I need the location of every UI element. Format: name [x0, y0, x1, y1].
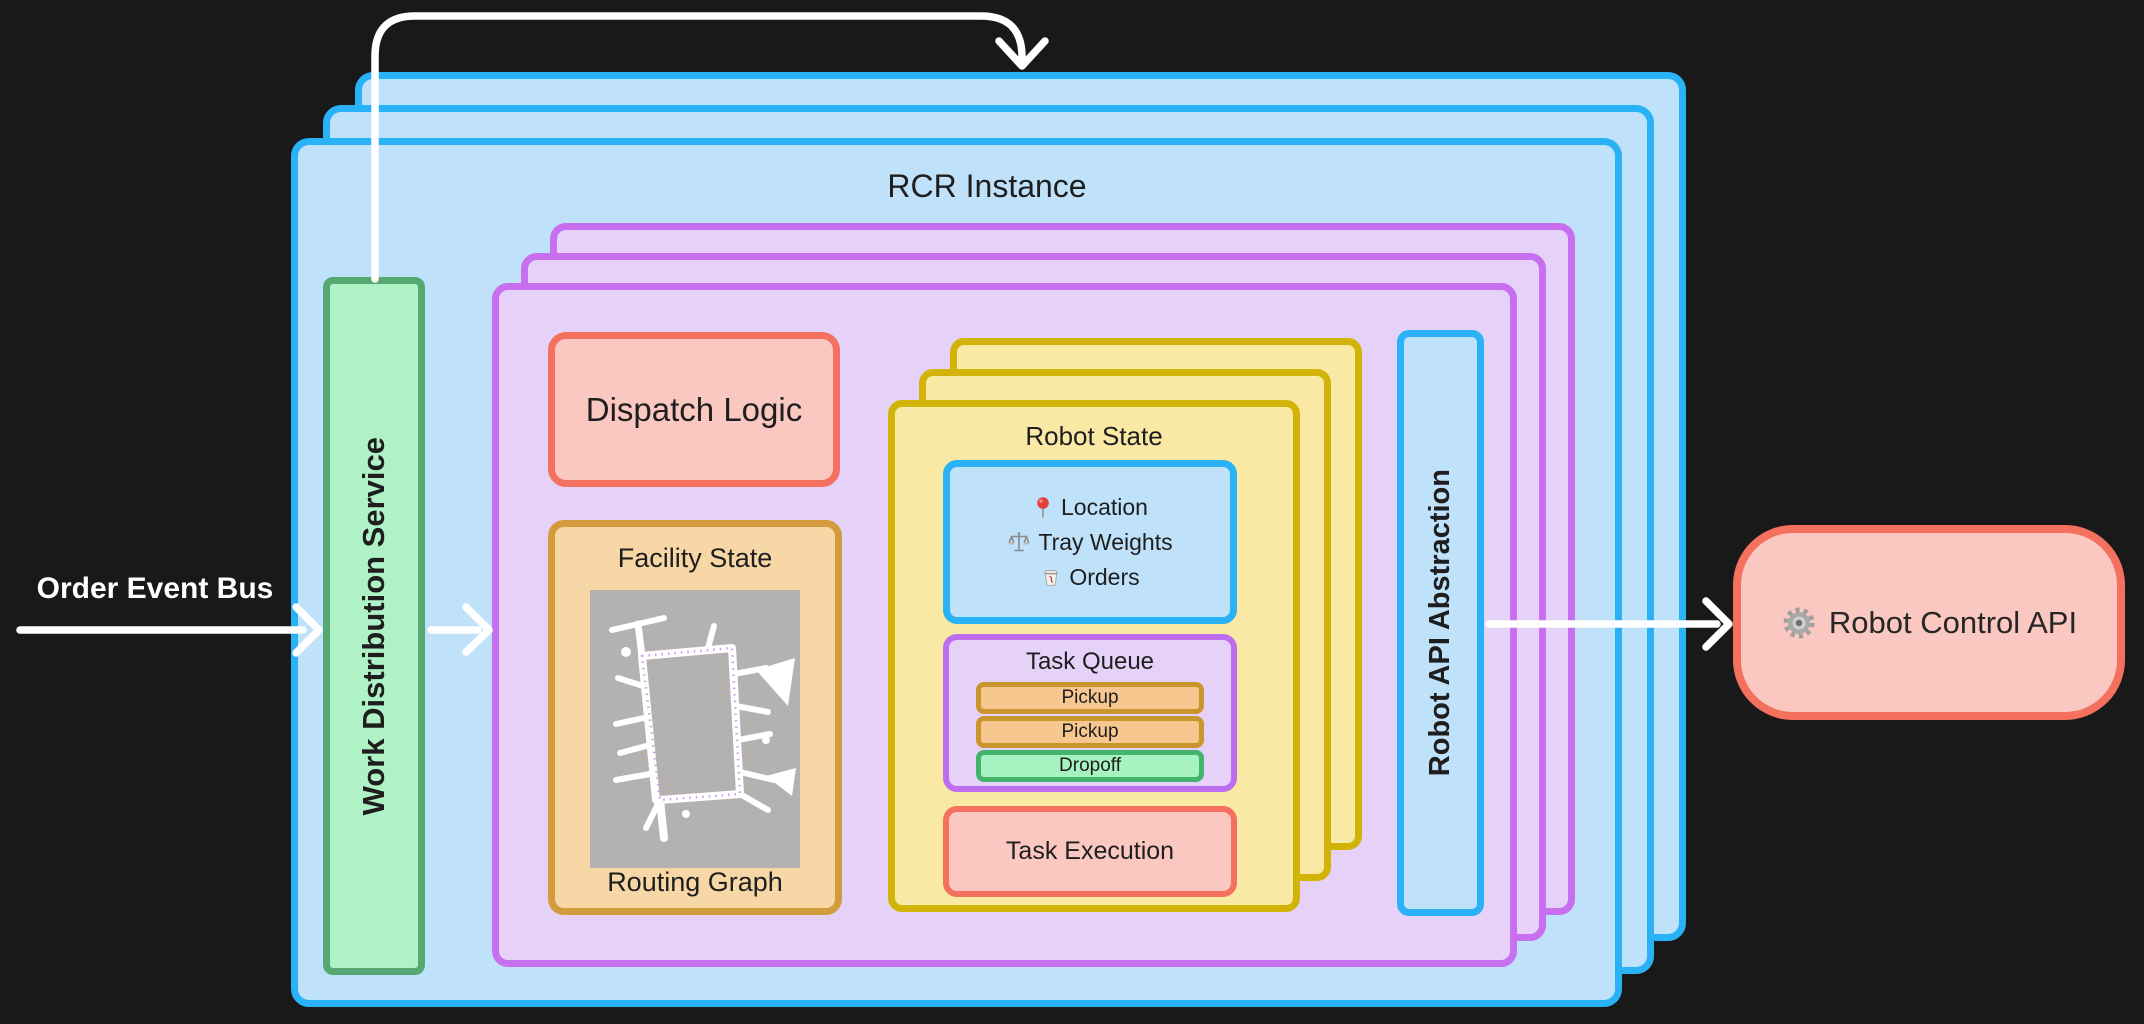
info-label: Orders — [1069, 563, 1140, 590]
task-row-dropoff: Dropoff — [976, 750, 1204, 782]
pin-icon — [1037, 497, 1049, 518]
task-row-pickup: Pickup — [976, 682, 1204, 714]
task-execution-label: Task Execution — [1005, 837, 1175, 865]
task-execution-box: Task Execution — [943, 806, 1237, 897]
facility-state-title: Facility State — [617, 543, 773, 573]
rcr-instance-title: RCR Instance — [887, 168, 1087, 204]
task-queue-box: Task Queue Pickup Pickup Dropoff — [943, 634, 1237, 792]
robot-control-api-label: Robot Control API — [1828, 604, 2078, 640]
arrow-order-bus-to-wds — [16, 603, 323, 657]
robot-control-api-box: Robot Control API — [1733, 525, 2125, 720]
info-row-tray-weights: Tray Weights — [1007, 528, 1173, 556]
routing-graph-map — [590, 590, 800, 868]
order-event-bus-label: Order Event Bus — [36, 572, 274, 605]
scale-icon — [1008, 532, 1030, 552]
robot-api-abstraction-label: Robot API Abstraction — [1424, 469, 1456, 777]
routing-graph-caption: Routing Graph — [607, 867, 783, 897]
info-label: Location — [1061, 493, 1148, 520]
robot-state-title: Robot State — [1025, 421, 1163, 451]
task-queue-title: Task Queue — [1025, 648, 1155, 675]
takeout-icon — [1044, 569, 1059, 586]
robot-state-card-front: Robot State Location — [888, 400, 1300, 912]
robot-api-abstraction-box: Robot API Abstraction — [1397, 330, 1484, 916]
dispatch-logic-box: Dispatch Logic — [548, 332, 840, 487]
info-label: Tray Weights — [1038, 528, 1173, 555]
facility-state-box: Facility State — [548, 520, 842, 915]
work-distribution-service-box: Work Distribution Service — [323, 277, 425, 975]
robot-info-box: Location Tray Weights — [943, 460, 1237, 624]
dispatch-logic-label: Dispatch Logic — [585, 390, 803, 428]
info-row-orders: Orders — [1040, 563, 1140, 591]
task-queue-rows: Pickup Pickup Dropoff — [976, 682, 1204, 782]
work-distribution-service-label: Work Distribution Service — [356, 436, 391, 816]
task-row-pickup: Pickup — [976, 716, 1204, 748]
info-row-location: Location — [1032, 494, 1148, 521]
gear-icon — [1783, 607, 1815, 638]
